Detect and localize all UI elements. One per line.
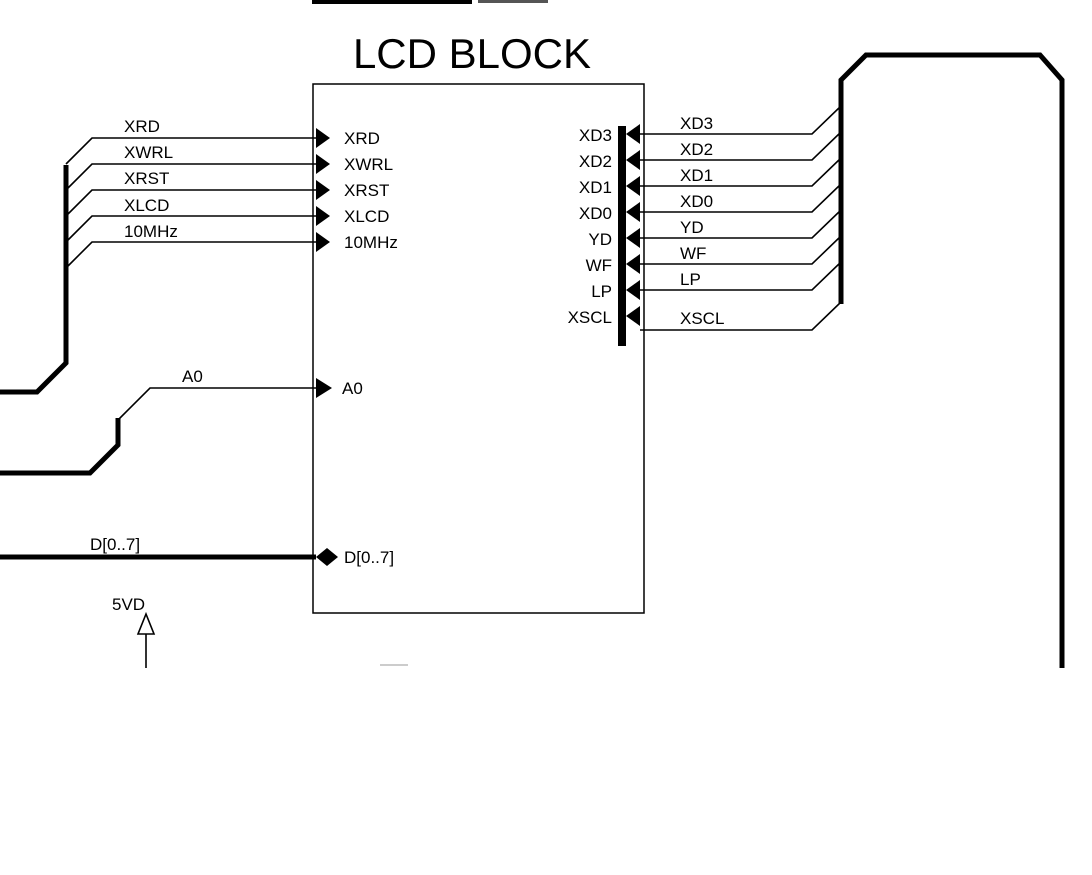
net-label-xd3: XD3 — [680, 114, 713, 133]
right-signal-wires — [640, 105, 842, 331]
power-arrow-icon — [136, 611, 156, 635]
pin-10mhz: 10MHz — [344, 233, 398, 252]
net-label-wf: WF — [680, 244, 706, 263]
net-label-lp: LP — [680, 270, 701, 289]
right-net-labels: XD3 XD2 XD1 XD0 YD WF LP XSCL — [680, 114, 724, 328]
output-port-markers — [626, 124, 640, 326]
net-label-10mhz: 10MHz — [124, 222, 178, 241]
pin-xd1: XD1 — [579, 178, 612, 197]
input-port-markers — [316, 128, 338, 566]
net-label-xd1: XD1 — [680, 166, 713, 185]
pin-a0: A0 — [342, 379, 363, 398]
pin-xscl: XSCL — [568, 308, 612, 327]
input-pin-labels: XRD XWRL XRST XLCD 10MHz A0 D[0..7] — [342, 129, 398, 567]
net-label-xwrl: XWRL — [124, 143, 173, 162]
output-port-bar — [618, 126, 626, 346]
net-label-yd: YD — [680, 218, 704, 237]
net-label-data-bus: D[0..7] — [90, 535, 140, 554]
pin-xlcd: XLCD — [344, 207, 389, 226]
scan-artifact — [478, 0, 548, 3]
output-pin-labels: XD3 XD2 XD1 XD0 YD WF LP XSCL — [568, 126, 612, 327]
pin-xwrl: XWRL — [344, 155, 393, 174]
pin-xd3: XD3 — [579, 126, 612, 145]
net-label-xd0: XD0 — [680, 192, 713, 211]
scan-artifact — [380, 664, 408, 666]
pin-data: D[0..7] — [344, 548, 394, 567]
net-label-xrd: XRD — [124, 117, 160, 136]
pin-xd0: XD0 — [579, 204, 612, 223]
scan-artifact — [312, 0, 472, 4]
lcd-block-rect — [312, 83, 645, 614]
left-net-labels: XRD XWRL XRST XLCD 10MHz A0 D[0..7] — [90, 117, 203, 554]
pin-xd2: XD2 — [579, 152, 612, 171]
power-symbol-5vd: 5VD — [112, 595, 156, 668]
a0-bus — [0, 418, 121, 476]
net-label-xlcd: XLCD — [124, 196, 169, 215]
left-signal-bus — [0, 165, 69, 395]
pin-yd: YD — [588, 230, 612, 249]
net-label-a0: A0 — [182, 367, 203, 386]
pin-xrst: XRST — [344, 181, 389, 200]
pin-xrd: XRD — [344, 129, 380, 148]
pin-wf: WF — [586, 256, 612, 275]
left-signal-wires — [65, 137, 316, 421]
right-output-bus — [838, 52, 1065, 668]
net-label-xrst: XRST — [124, 169, 169, 188]
net-label-xd2: XD2 — [680, 140, 713, 159]
net-label-xscl: XSCL — [680, 309, 724, 328]
pin-lp: LP — [591, 282, 612, 301]
block-title: LCD BLOCK — [353, 30, 591, 77]
power-label: 5VD — [112, 595, 145, 614]
